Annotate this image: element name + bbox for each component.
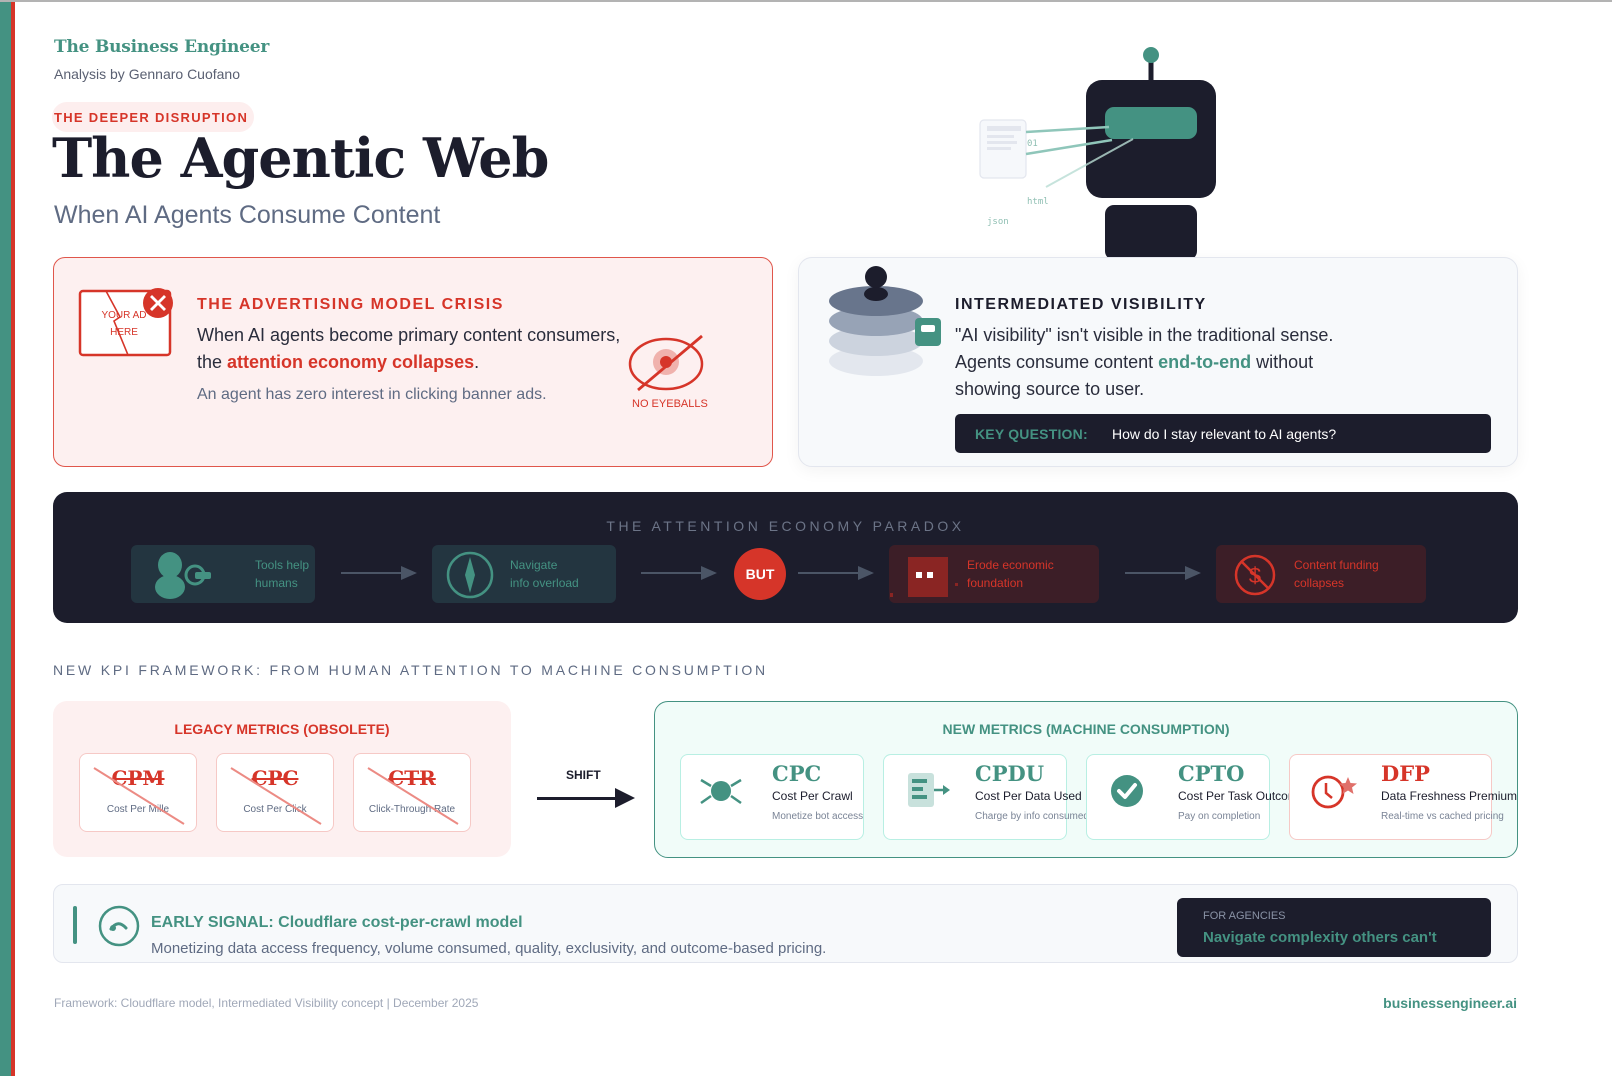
new-metric-desc: Monetize bot access [772,811,864,822]
legacy-metric-abbr: CPM [111,766,165,790]
crawler-icon [700,778,742,805]
page-title: The Agentic Web [52,126,549,190]
new-metric-desc: Charge by info consumed [975,811,1089,822]
visibility-body: "AI visibility" isn't visible in the tra… [955,325,1334,399]
legacy-metric-name: Cost Per Mille [106,804,170,815]
crisis-body: When AI agents become primary content co… [197,325,621,372]
robot-illustration: 01 html json [975,40,1235,260]
flow-arrow [1125,566,1201,580]
key-question-box: KEY QUESTION: How do I stay relevant to … [955,414,1491,453]
new-metric-abbr: CPC [772,761,822,786]
new-metric-name: Cost Per Task Outcome [1178,789,1305,803]
svg-text:html: html [1027,197,1049,207]
new-metric-abbr: CPDU [975,761,1045,786]
byline: Analysis by Gennaro Cuofano [54,66,240,82]
for-agencies-callout: FOR AGENCIES Navigate complexity others … [1177,898,1491,957]
new-metric-name: Data Freshness Premium [1381,789,1518,803]
key-question-label: KEY QUESTION: [975,426,1088,442]
svg-text:json: json [987,217,1009,227]
new-metric-card: CPDU Cost Per Data Used Charge by info c… [883,754,1089,840]
strike-through-icon [367,767,459,825]
layered-stack-icon [829,266,941,376]
new-metric-name: Cost Per Crawl [772,789,853,803]
legacy-metric-card: CPC Cost Per Click [216,753,334,832]
but-badge: BUT [734,548,786,600]
check-circle-icon [1111,775,1143,807]
broken-ad-icon: YOUR AD HERE [78,288,173,357]
new-metric-name: Cost Per Data Used [975,789,1082,803]
signal-text: Monetizing data access frequency, volume… [151,940,827,957]
legacy-metric-card: CTR Click-Through Rate [353,753,471,832]
visibility-heading: INTERMEDIATED VISIBILITY [955,296,1207,313]
signal-accent-bar [73,906,77,944]
new-metrics-title: NEW METRICS (MACHINE CONSUMPTION) [942,721,1230,737]
new-metric-card: CPTO Cost Per Task Outcome Pay on comple… [1086,754,1305,840]
legacy-metric-card: CPM Cost Per Mille [79,753,197,832]
crisis-heading: THE ADVERTISING MODEL CRISIS [197,296,504,313]
kpi-section-heading: NEW KPI FRAMEWORK: FROM HUMAN ATTENTION … [53,662,768,678]
footer-site-link[interactable]: businessengineer.ai [1383,995,1517,1011]
no-eyeballs-label: NO EYEBALLS [632,398,708,410]
new-metric-card: DFP Data Freshness Premium Real-time vs … [1289,754,1517,840]
flow-arrow [641,566,717,580]
gauge-icon [98,905,140,947]
new-metric-desc: Pay on completion [1178,811,1261,822]
no-eyeballs-icon [628,334,704,392]
robot-agent-icon: 01 html json [979,47,1216,260]
shift-arrow-icon [537,788,635,808]
svg-text:HERE: HERE [110,327,138,338]
brand-name: The Business Engineer [54,37,270,57]
compass-icon [446,551,494,599]
legacy-metric-name: Cost Per Click [243,804,307,815]
legacy-metric-name: Click-Through Rate [368,804,456,815]
crisis-highlight: attention economy collapses [227,352,475,372]
eroding-block-icon [890,557,958,597]
svg-text:YOUR AD: YOUR AD [101,310,146,321]
strike-through-icon [93,767,185,825]
attention-paradox-band: THE ATTENTION ECONOMY PARADOX Tools help… [53,492,1518,623]
left-accent-stripe-red [11,2,15,1076]
paradox-title: THE ATTENTION ECONOMY PARADOX [606,518,965,534]
legacy-metrics-panel: LEGACY METRICS (OBSOLETE) CPM Cost Per M… [53,701,511,857]
page-subtitle: When AI Agents Consume Content [54,201,441,229]
new-metric-desc: Real-time vs cached pricing [1381,811,1504,822]
intermediated-visibility-card: INTERMEDIATED VISIBILITY "AI visibility"… [798,257,1518,467]
new-metric-card: CPC Cost Per Crawl Monetize bot access [680,754,864,840]
flow-arrow [798,566,874,580]
clock-star-icon [1311,775,1357,809]
footer-source: Framework: Cloudflare model, Intermediat… [54,996,479,1010]
new-metrics-panel: NEW METRICS (MACHINE CONSUMPTION) CPC Co… [654,701,1518,858]
signal-title: EARLY SIGNAL: Cloudflare cost-per-crawl … [151,914,523,931]
flow-arrow [341,566,417,580]
agency-text: Navigate complexity others can't [1203,929,1437,946]
data-export-icon [908,773,950,807]
new-metric-abbr: CPTO [1178,761,1245,786]
crisis-note: An agent has zero interest in clicking b… [197,386,547,403]
visibility-highlight: end-to-end [1158,352,1252,372]
person-tool-icon [155,552,211,599]
agency-label: FOR AGENCIES [1203,910,1286,922]
early-signal-panel: EARLY SIGNAL: Cloudflare cost-per-crawl … [53,884,1518,963]
svg-text:01: 01 [1027,139,1038,149]
strike-through-icon [230,767,322,825]
no-dollar-icon: $ [1234,554,1276,596]
advertising-crisis-card: YOUR AD HERE THE ADVERTISING MODEL CRISI… [53,257,773,467]
legacy-metrics-title: LEGACY METRICS (OBSOLETE) [174,721,390,737]
shift-label: SHIFT [566,768,601,782]
left-accent-stripe-teal [0,2,11,1076]
key-question-text: How do I stay relevant to AI agents? [1112,426,1337,442]
new-metric-abbr: DFP [1381,761,1430,786]
kicker-badge: THE DEEPER DISRUPTION [52,102,255,132]
top-border [0,0,1612,2]
